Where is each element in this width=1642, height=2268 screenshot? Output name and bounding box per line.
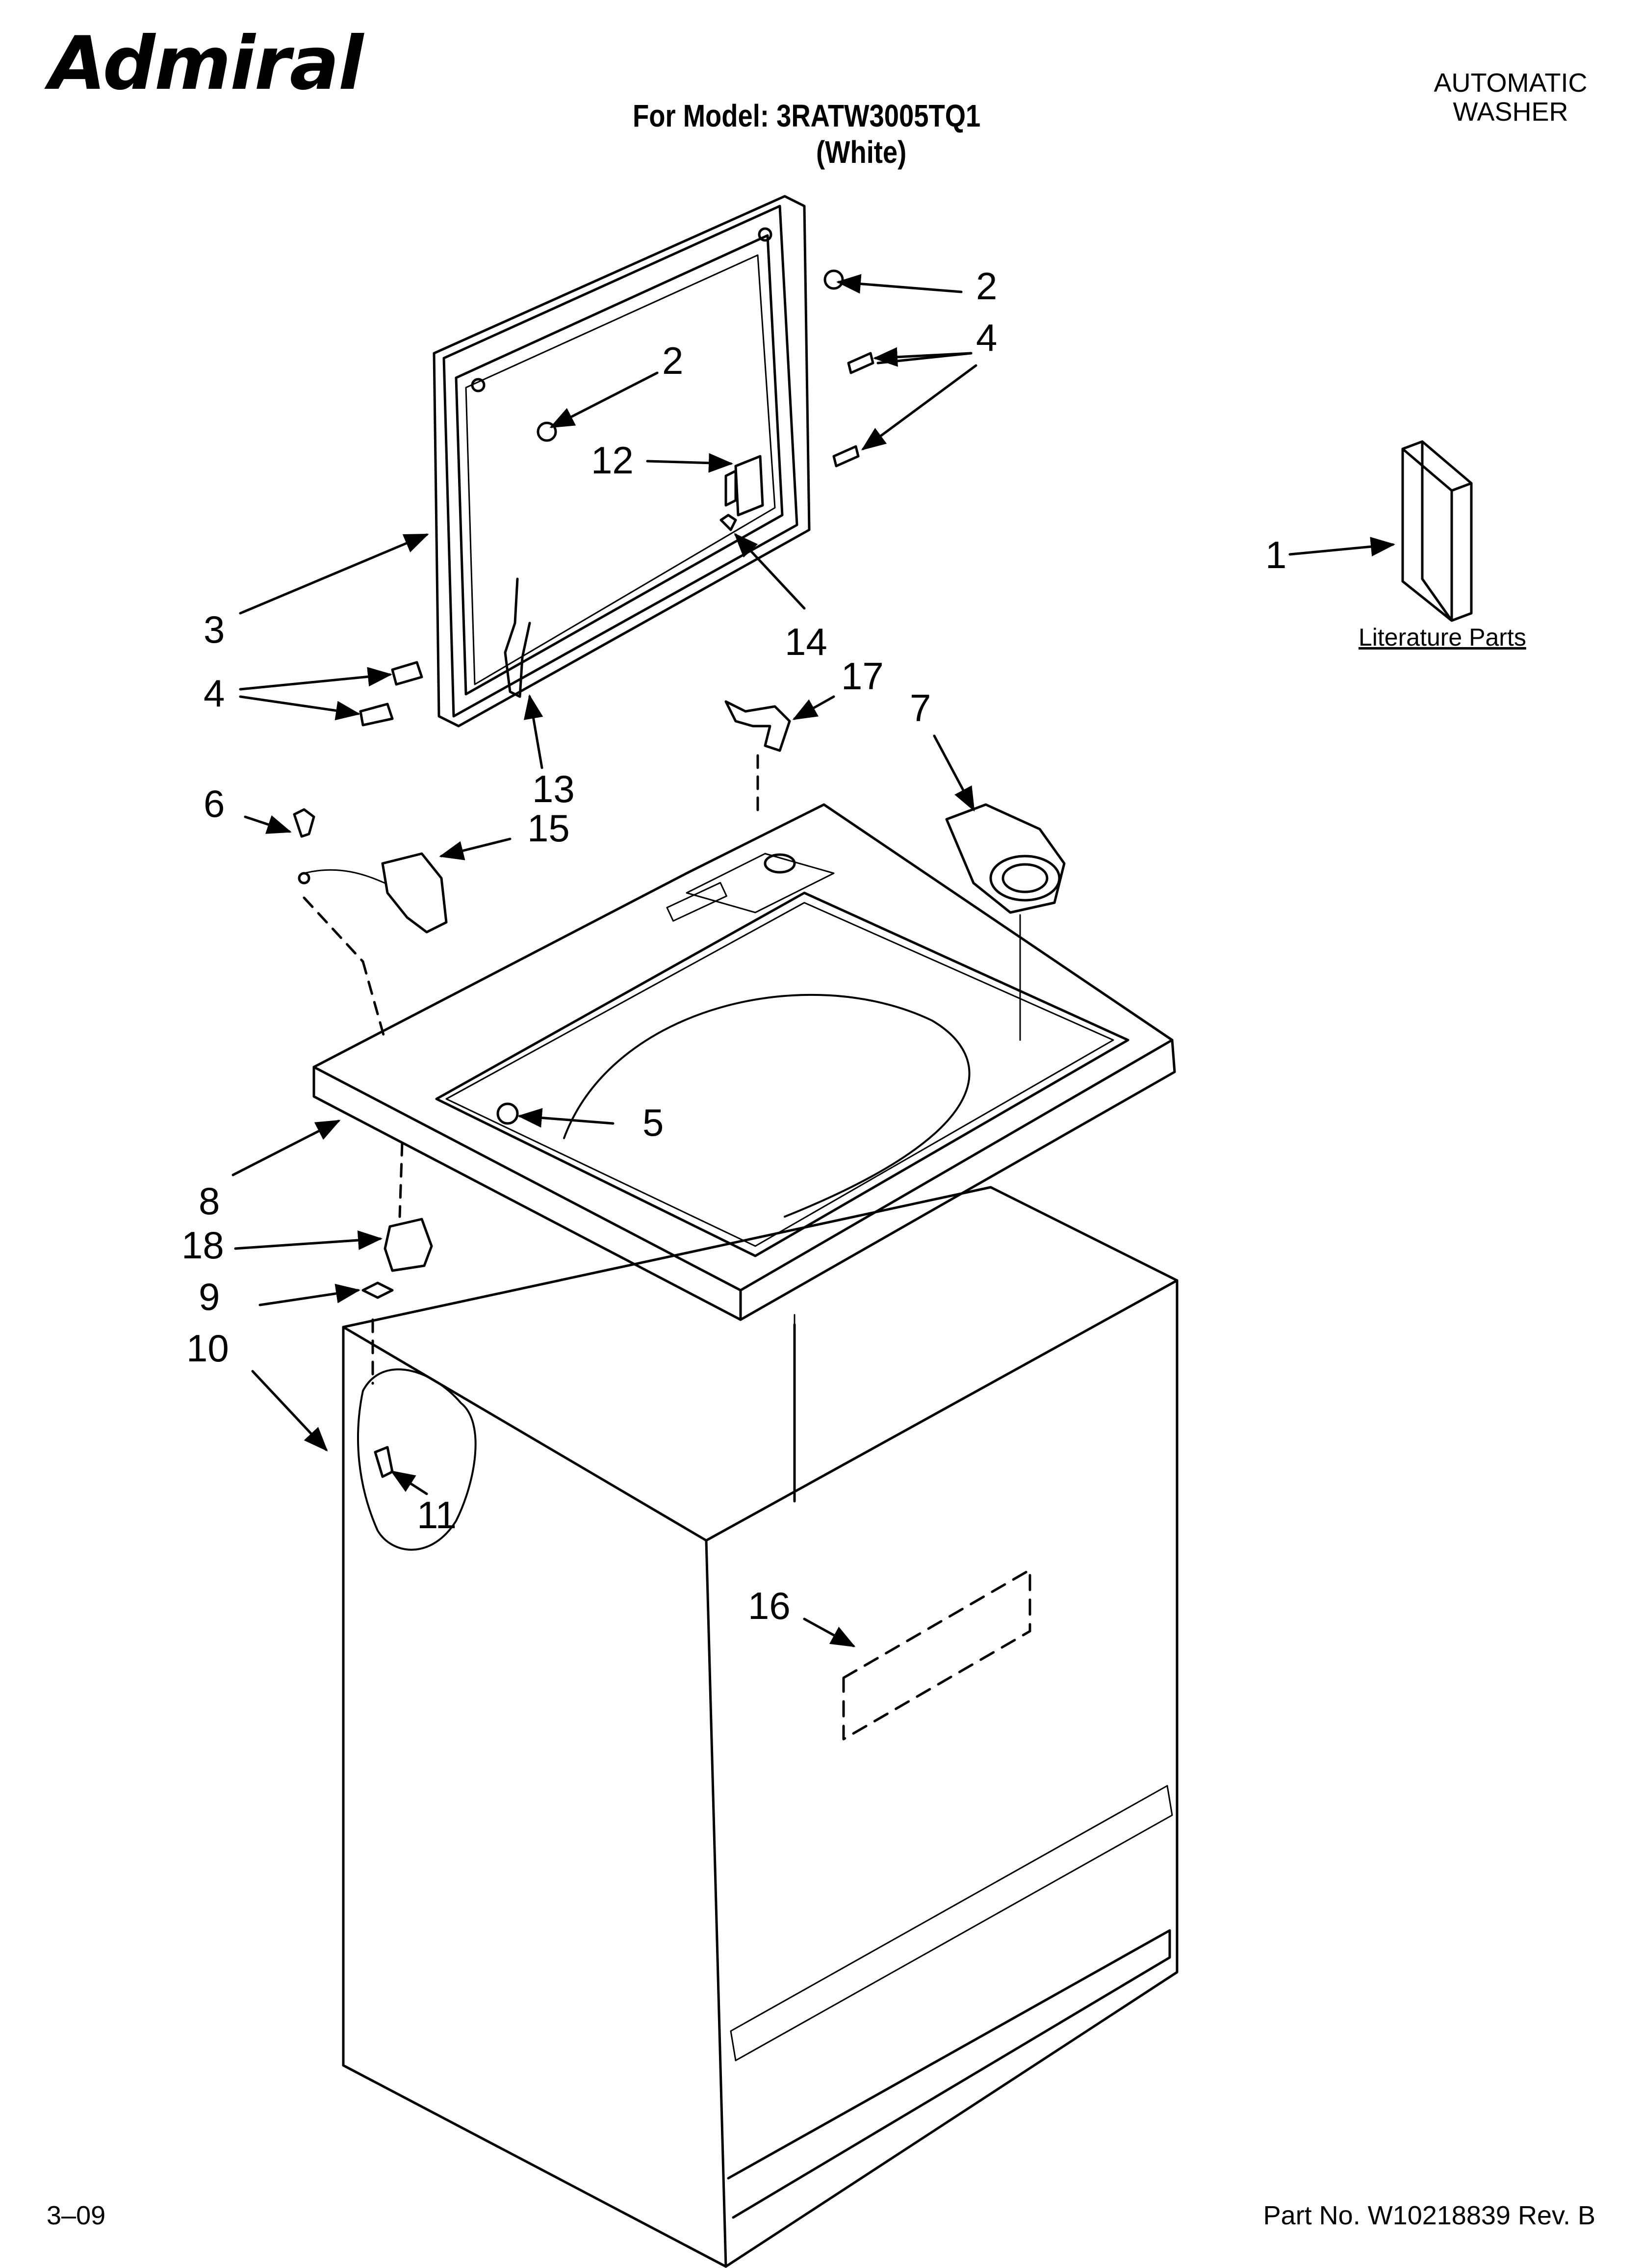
callout-5: 5	[642, 1101, 664, 1144]
leader-dashed-18	[398, 1142, 404, 1218]
product-type: AUTOMATIC WASHER	[1363, 68, 1642, 127]
callout-11: 11	[417, 1493, 457, 1537]
lid-switch	[381, 852, 448, 934]
callout-4-right: 4	[976, 316, 997, 359]
leader-arrows	[231, 274, 1395, 1647]
hinge-screws-right	[832, 352, 874, 468]
clip	[724, 700, 791, 752]
washer	[298, 872, 310, 885]
callout-labels: 1 2 2 3 4 4 5 6 7 8 9 10 11 12 13 14 15 …	[181, 264, 1286, 1627]
actuator-rod	[504, 577, 531, 698]
ground-screw	[293, 808, 315, 838]
product-type-line2: WASHER	[1453, 97, 1568, 127]
callout-6: 6	[204, 782, 225, 825]
callout-10: 10	[186, 1327, 229, 1370]
callout-2-left: 2	[662, 339, 683, 382]
callout-4-left: 4	[204, 672, 225, 715]
literature-parts-label: Literature Parts	[1359, 624, 1526, 651]
callout-15: 15	[527, 807, 570, 850]
grommet	[496, 1102, 519, 1125]
hinge-screws-left	[359, 661, 423, 727]
brand-logo: Admiral	[49, 21, 363, 106]
callout-2-right: 2	[976, 264, 997, 308]
callout-8: 8	[199, 1179, 220, 1223]
leader-dashed-6	[303, 896, 364, 963]
callout-9: 9	[199, 1275, 220, 1318]
cabinet-screw	[374, 1446, 394, 1478]
model-title: For Model: 3RATW3005TQ1 (White)	[633, 98, 1008, 170]
dispenser	[945, 803, 1066, 914]
wiring-diagram-location	[842, 1568, 1031, 1741]
model-color: (White)	[816, 134, 907, 170]
callout-18: 18	[181, 1224, 224, 1267]
top-panel	[312, 803, 1176, 1321]
leader-dashed-15	[361, 960, 386, 1042]
callout-1: 1	[1265, 533, 1286, 576]
lid-bumper-left	[537, 421, 557, 442]
footer-code: 3–09	[47, 2201, 106, 2230]
hinge	[724, 455, 764, 517]
callout-16: 16	[748, 1584, 791, 1627]
product-type-line1: AUTOMATIC	[1434, 68, 1588, 98]
cabinet	[342, 1186, 1179, 2268]
model-line: For Model: 3RATW3005TQ1	[633, 98, 981, 133]
callout-12: 12	[591, 439, 634, 482]
callout-17: 17	[841, 654, 884, 698]
switch-bracket	[384, 1218, 433, 1272]
callout-3: 3	[204, 608, 225, 651]
lid	[433, 195, 811, 728]
callout-7: 7	[910, 686, 931, 730]
callout-13: 13	[532, 767, 575, 810]
callout-14: 14	[785, 620, 827, 663]
lid-bumper	[719, 514, 737, 531]
clip-nut	[361, 1281, 394, 1299]
lid-bumper-right	[823, 269, 844, 290]
literature-parts-icon	[1401, 440, 1473, 622]
switch-wire	[303, 869, 386, 884]
footer-part-number: Part No. W10218839 Rev. B	[1263, 2201, 1595, 2230]
